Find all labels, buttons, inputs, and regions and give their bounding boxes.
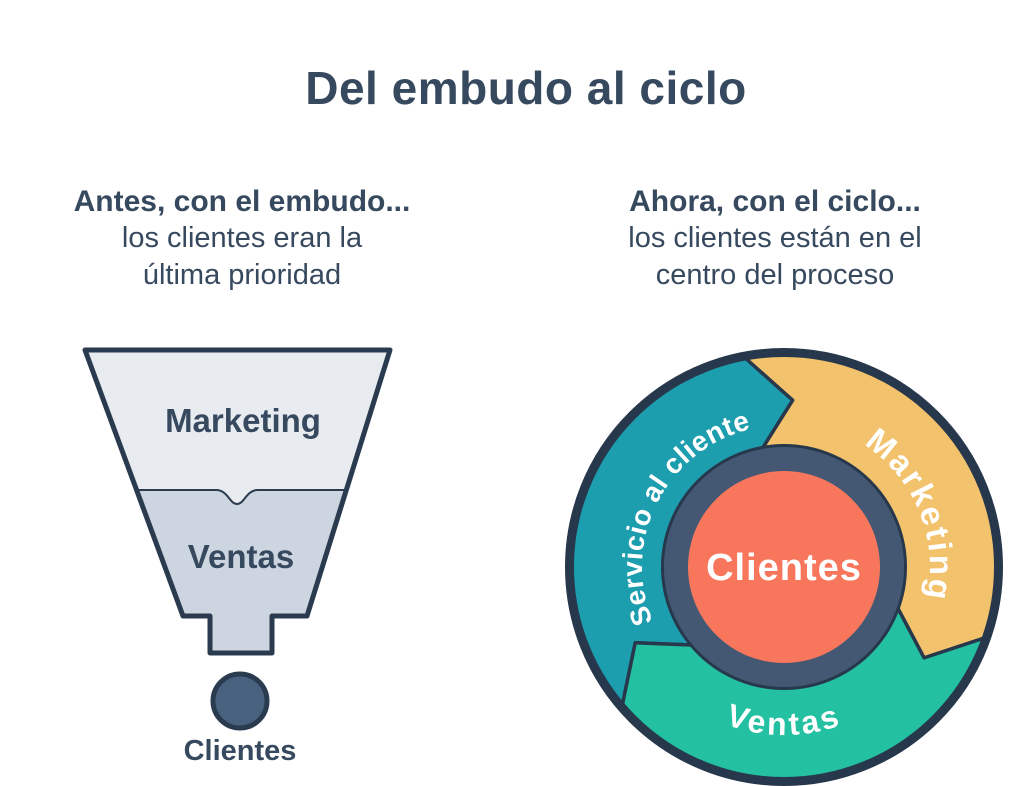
page-title: Del embudo al ciclo: [305, 62, 747, 114]
wheel-center-circle: [688, 471, 880, 663]
wheel-center-label: Clientes: [706, 547, 862, 589]
flywheel-diagram: Servicio al cliente Marketing Ventas Cli…: [565, 348, 1003, 786]
customer-dot: [210, 671, 270, 731]
funnel-heading-line2: los clientes eran la: [121, 222, 363, 254]
wheel-ring-outline: [661, 444, 907, 690]
flywheel-heading-line1: Ahora, con el ciclo...: [629, 185, 921, 218]
wheel-inner-ring: [662, 445, 906, 689]
flywheel-heading-line3: centro del proceso: [655, 259, 895, 291]
funnel-heading: Antes, con el embudo... los clientes era…: [32, 183, 452, 294]
funnel-diagram: Marketing Ventas: [82, 347, 393, 731]
funnel-divider: [136, 489, 347, 506]
funnel-stage-marketing-label: Marketing: [165, 402, 321, 439]
funnel-outline: [82, 347, 393, 656]
funnel-top-section: [85, 350, 390, 504]
flywheel-heading: Ahora, con el ciclo... los clientes está…: [565, 183, 985, 294]
flywheel-heading-line2: los clientes están en el: [628, 222, 922, 254]
funnel-stage-ventas-label: Ventas: [188, 538, 294, 575]
wheel-outer-border: [565, 348, 1003, 786]
funnel-heading-line3: última prioridad: [142, 259, 342, 291]
funnel-heading-line1: Antes, con el embudo...: [73, 185, 411, 218]
customer-dot-label: Clientes: [183, 735, 297, 767]
